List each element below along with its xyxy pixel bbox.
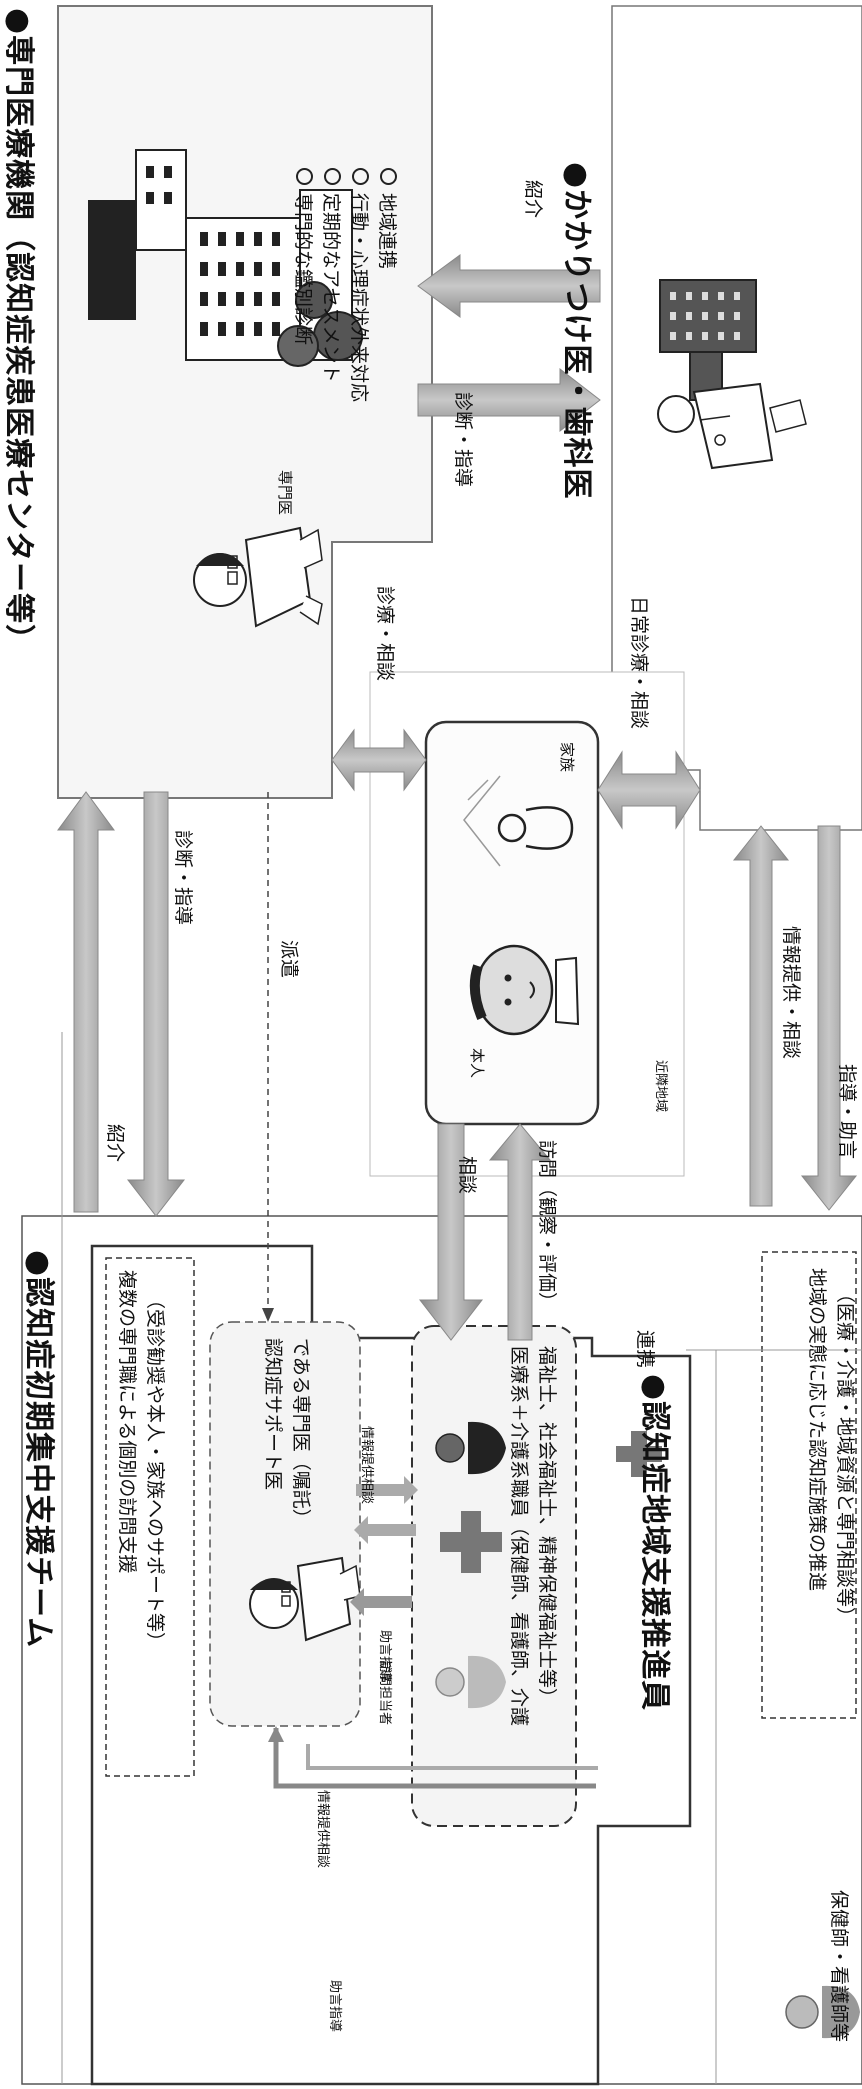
gp-doctor-icon (657, 382, 807, 470)
cooperation-label: 連携 (634, 1330, 656, 1369)
gp-title: ●かかりつけ医・歯科医 (559, 162, 594, 500)
specialist-service-3-text: 行動・心理症状外来対応 (348, 193, 370, 403)
promoter-title: ●認知症地域支援推進員 (637, 1374, 672, 1712)
info-provide-consult-label-a: 情報提供相談 (359, 1426, 374, 1505)
diagnosis-guidance-left-arrow (126, 791, 186, 1217)
daily-exam-arrow (597, 750, 701, 830)
person-label: 本人 (468, 1048, 486, 1079)
bullet-icon (296, 168, 313, 185)
consultation-label: 相談 (456, 1156, 478, 1195)
team-description-1: 複数の専門職による個別の訪問支援 (116, 1270, 138, 1574)
support-doctor-label-2: である専門医（嘱託） (290, 1338, 312, 1528)
policy-line-2: （医療・介護・地域資源と専門相談等） (834, 1284, 856, 1627)
specialist-service-1: 専門的な鑑別診断 (291, 168, 318, 345)
support-doctor-icon (249, 1556, 361, 1642)
hospital-building-icon (88, 149, 363, 367)
team-description-2: （受診勧奨や本人・家族へのサポート等） (144, 1290, 166, 1652)
nearby-area-label: 近隣地域 (653, 1060, 668, 1113)
referral-left-arrow (57, 791, 115, 1213)
specialist-service-4-text: 地域連携 (376, 193, 398, 270)
info-consult-label: 情報提供・相談 (780, 926, 802, 1060)
bullet-icon (352, 168, 369, 185)
referral-arrow (417, 254, 601, 318)
diagnosis-guidance-arrow-top (417, 367, 601, 433)
info-provide-consult-label-b: 情報提供相談 (315, 1790, 330, 1869)
gp-building-icon (659, 279, 757, 401)
advice-guidance-label-a: 助言指導 (377, 1630, 392, 1683)
promoter-staff-icon (785, 1985, 860, 2039)
visit-evaluation-label: 訪問（観察・評価） (536, 1140, 558, 1312)
referral-top-label: 紹介 (522, 180, 544, 219)
family-label: 家族 (558, 742, 576, 773)
exam-consult-arrow (331, 728, 427, 792)
bullet-icon (324, 168, 341, 185)
support-doctor-label-1: 認知症サポート医 (262, 1338, 284, 1491)
diagnosis-guidance-top-label: 診断・指導 (452, 392, 474, 488)
daily-exam-label: 日常診療・相談 (628, 596, 650, 730)
policy-line-1: 地域の実態に応じた認知症施策の推進 (806, 1268, 828, 1592)
guidance-advice-arrow (800, 825, 858, 1211)
info-consult-arrow (732, 825, 790, 1207)
consultation-arrow (418, 1123, 484, 1341)
specialist-service-1-text: 専門的な鑑別診断 (292, 193, 314, 346)
team-frame (90, 1244, 692, 2086)
care-staff-icon (435, 1655, 506, 1709)
guidance-advice-label: 指導・助言 (836, 1064, 858, 1160)
visit-evaluation-arrow (488, 1123, 552, 1341)
team-description-box (105, 1257, 195, 1777)
family-icon (463, 775, 574, 867)
dispatch-label: 派遣 (278, 940, 300, 979)
specialist-doctor-label: 専門医 (276, 470, 294, 516)
diagnosis-guidance-left-label: 診断・指導 (172, 830, 194, 926)
team-title: ●認知症初期集中支援チーム (21, 1250, 56, 1649)
specialist-doctor-icon (193, 526, 323, 628)
person-icon (469, 944, 580, 1036)
exam-consult-label: 診療・相談 (374, 586, 396, 682)
promoter-staff-label: 保健師・看護師等 (828, 1890, 850, 2043)
staff-label-2: 福祉士、社会福祉士、精神保健福祉士等） (536, 1346, 558, 1708)
specialist-service-4: 地域連携 (375, 168, 402, 269)
person-family-box (424, 720, 600, 1126)
advice-guidance-label-b: 助言指導 (327, 1980, 342, 2033)
specialist-service-2: 定期的なアセスメント (319, 168, 346, 383)
staff-label-1: 医療系＋介護系職員（保健師、看護師、介護 (508, 1346, 530, 1727)
plus-icons (440, 1431, 662, 1573)
bullet-icon (380, 168, 397, 185)
specialist-service-3: 行動・心理症状外来対応 (347, 168, 374, 402)
medical-staff-icon (435, 1421, 506, 1475)
referral-left-label: 紹介 (104, 1124, 126, 1163)
specialist-title: ●専門医療機関（認知症疾患医療センター等） (1, 8, 36, 656)
specialist-service-2-text: 定期的なアセスメント (320, 193, 342, 383)
